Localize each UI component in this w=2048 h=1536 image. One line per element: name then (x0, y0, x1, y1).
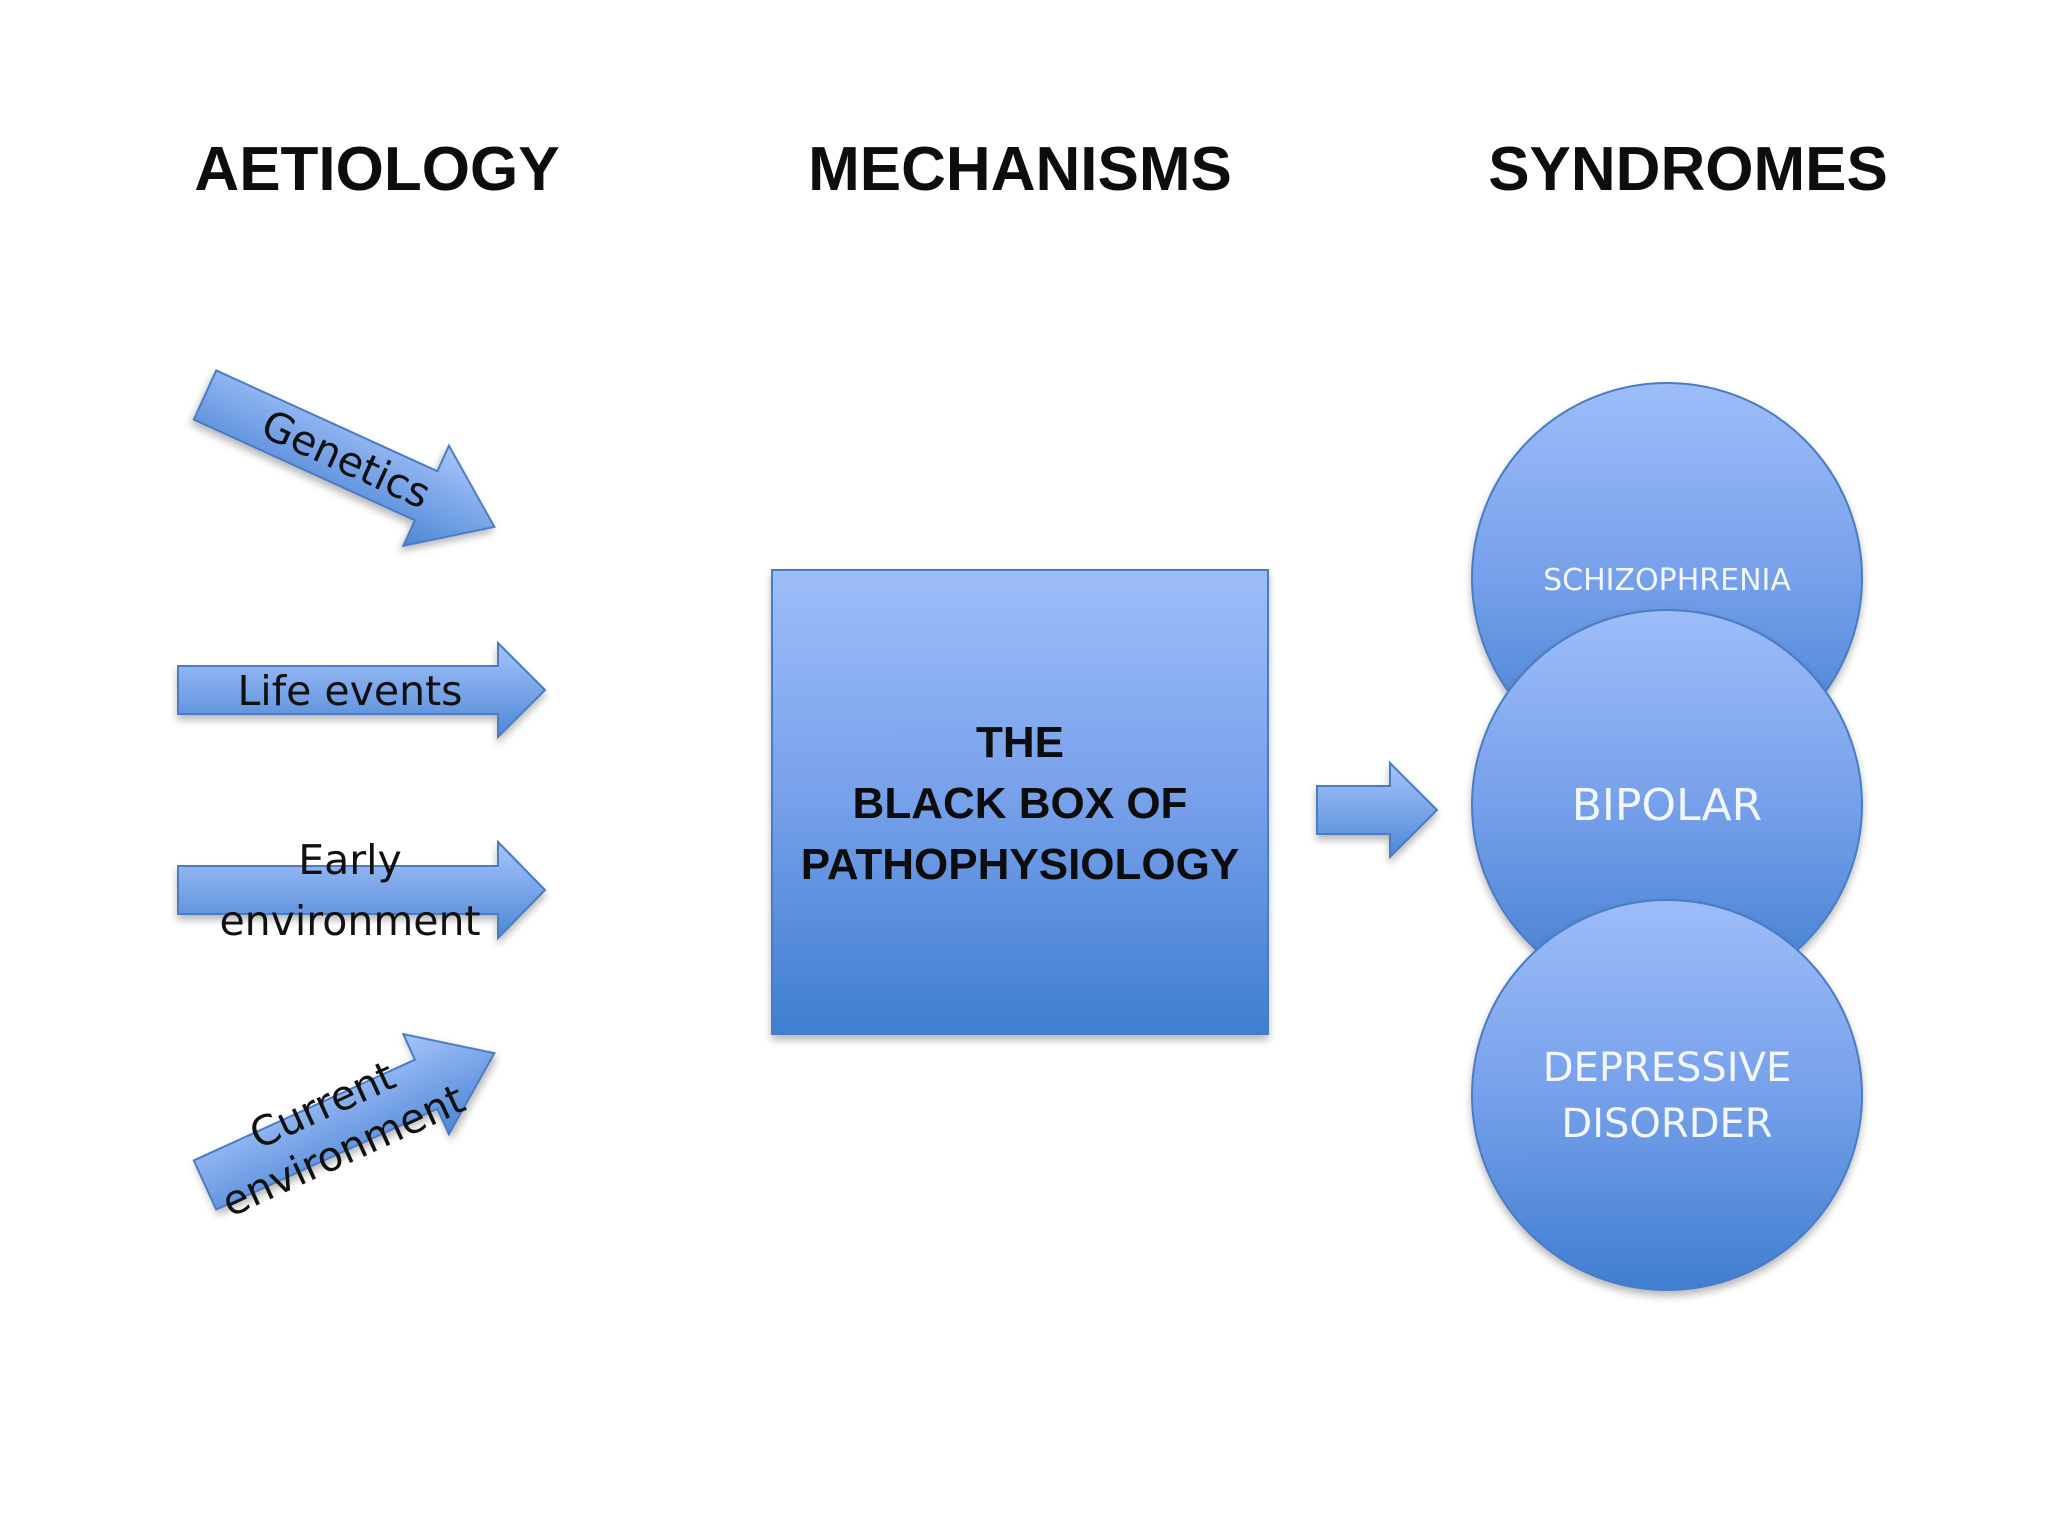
genetics-arrow: Genetics (192, 369, 496, 548)
black-box-line2: BLACK BOX OF (853, 779, 1188, 828)
life-events-arrow: Life events (177, 640, 547, 740)
genetics-arrow-shape (192, 369, 496, 548)
heading-mechanisms: MECHANISMS (808, 135, 1232, 204)
heading-syndromes: SYNDROMES (1488, 135, 1888, 204)
black-box-rect (771, 569, 1269, 1035)
life-events-label: Life events (237, 667, 462, 715)
current-environment-arrow-shape (192, 1032, 496, 1211)
black-box-line1: THE (976, 718, 1064, 767)
box-to-syndromes-arrow (1316, 760, 1439, 860)
black-box: THE BLACK BOX OF PATHOPHYSIOLOGY (771, 569, 1269, 1035)
early-environment-label-line2: environment (219, 897, 480, 945)
heading-aetiology: AETIOLOGY (194, 135, 559, 204)
depressive-disorder-circle-shape (1471, 899, 1863, 1291)
early-environment-arrow: Early environment (177, 836, 547, 945)
bipolar-circle: BIPOLAR (1471, 609, 1863, 1001)
black-box-line3: PATHOPHYSIOLOGY (801, 840, 1239, 889)
current-environment-arrow: Current environment (192, 1032, 496, 1227)
depressive-disorder-label-line1: DEPRESSIVE (1543, 1045, 1791, 1091)
early-environment-arrow-shape (177, 839, 547, 941)
early-environment-label-line1: Early (298, 836, 402, 884)
depressive-disorder-circle: DEPRESSIVE DISORDER (1471, 899, 1863, 1291)
depressive-disorder-label-line2: DISORDER (1561, 1101, 1772, 1147)
life-events-arrow-shape (177, 640, 547, 740)
bipolar-label: BIPOLAR (1572, 780, 1763, 831)
schizophrenia-label: SCHIZOPHRENIA (1543, 563, 1791, 598)
